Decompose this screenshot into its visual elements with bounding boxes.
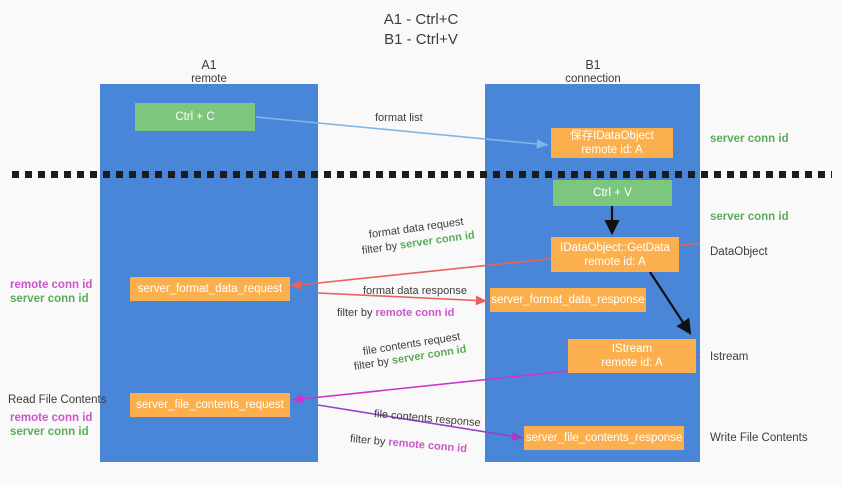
box-idataobject-getdata-line2: remote id: A — [584, 255, 646, 268]
box-ctrl-v[interactable]: Ctrl + V — [553, 180, 672, 206]
box-server-file-contents-request[interactable]: server_file_contents_request — [130, 393, 290, 417]
box-istream[interactable]: IStream remote id: A — [568, 339, 696, 373]
box-ctrl-v-label: Ctrl + V — [593, 187, 632, 199]
box-save-idataobject[interactable]: 保存IDataObject remote id: A — [551, 128, 673, 158]
box-server-format-data-request-label: server_format_data_request — [137, 283, 283, 295]
filter-value-remote-conn-id: remote conn id — [375, 307, 455, 319]
box-idataobject-getdata-line1: IDataObject::GetData — [560, 241, 670, 254]
column-header-b1-name: B1 — [585, 58, 601, 72]
edge-label-format-list: format list — [375, 112, 423, 124]
box-ctrl-c[interactable]: Ctrl + C — [135, 103, 255, 131]
edge-label-format-data-response-filter: filter by remote conn id — [337, 306, 454, 320]
label-left-remote-conn-id-1: remote conn id — [10, 279, 93, 291]
label-right-server-conn-id-top: server conn id — [710, 133, 789, 145]
box-idataobject-getdata[interactable]: IDataObject::GetData remote id: A — [551, 237, 679, 272]
box-save-idataobject-line2: remote id: A — [581, 144, 643, 156]
label-right-server-conn-id-mid: server conn id — [710, 211, 789, 223]
box-istream-line2: remote id: A — [601, 357, 663, 369]
edge-label-format-data-response: format data response — [363, 285, 467, 297]
column-header-a1-sub: remote — [191, 73, 227, 85]
box-ctrl-c-label: Ctrl + C — [175, 111, 215, 123]
label-left-read-file-contents: Read File Contents — [8, 394, 107, 406]
box-istream-line1: IStream — [611, 343, 653, 355]
title-line-1: A1 - Ctrl+C — [383, 11, 459, 28]
box-server-format-data-response-label: server_format_data_response — [491, 294, 645, 306]
filter-prefix: filter by — [349, 433, 389, 449]
filter-prefix: filter by — [353, 355, 393, 373]
box-server-file-contents-response[interactable]: server_file_contents_response — [524, 426, 684, 450]
label-left-server-conn-id-2: server conn id — [10, 426, 89, 438]
label-left-remote-conn-id-2: remote conn id — [10, 412, 93, 424]
column-header-b1: B1 connection — [513, 58, 673, 86]
diagram-title: A1 - Ctrl+C B1 - Ctrl+V — [0, 10, 842, 50]
title-line-2: B1 - Ctrl+V — [384, 31, 458, 48]
filter-prefix: filter by — [361, 239, 401, 257]
column-header-a1: A1 remote — [129, 58, 289, 86]
label-left-server-conn-id-1: server conn id — [10, 293, 89, 305]
column-header-a1-name: A1 — [201, 58, 217, 72]
edge-label-file-contents-response: file contents response — [373, 408, 482, 430]
box-server-format-data-request[interactable]: server_format_data_request — [130, 277, 290, 301]
column-header-b1-sub: connection — [565, 73, 621, 85]
filter-value-remote-conn-id: remote conn id — [387, 436, 468, 456]
box-server-format-data-response[interactable]: server_format_data_response — [490, 288, 646, 312]
filter-prefix: filter by — [337, 307, 376, 319]
label-right-istream: Istream — [710, 351, 749, 363]
label-right-dataobject: DataObject — [710, 246, 768, 258]
box-server-file-contents-response-label: server_file_contents_response — [525, 432, 683, 444]
box-save-idataobject-line1: 保存IDataObject — [570, 130, 654, 142]
dashed-divider — [12, 171, 832, 178]
box-server-file-contents-request-label: server_file_contents_request — [136, 399, 284, 411]
edge-label-file-contents-response-filter: filter by remote conn id — [349, 432, 467, 456]
label-right-write-file-contents: Write File Contents — [710, 432, 808, 444]
